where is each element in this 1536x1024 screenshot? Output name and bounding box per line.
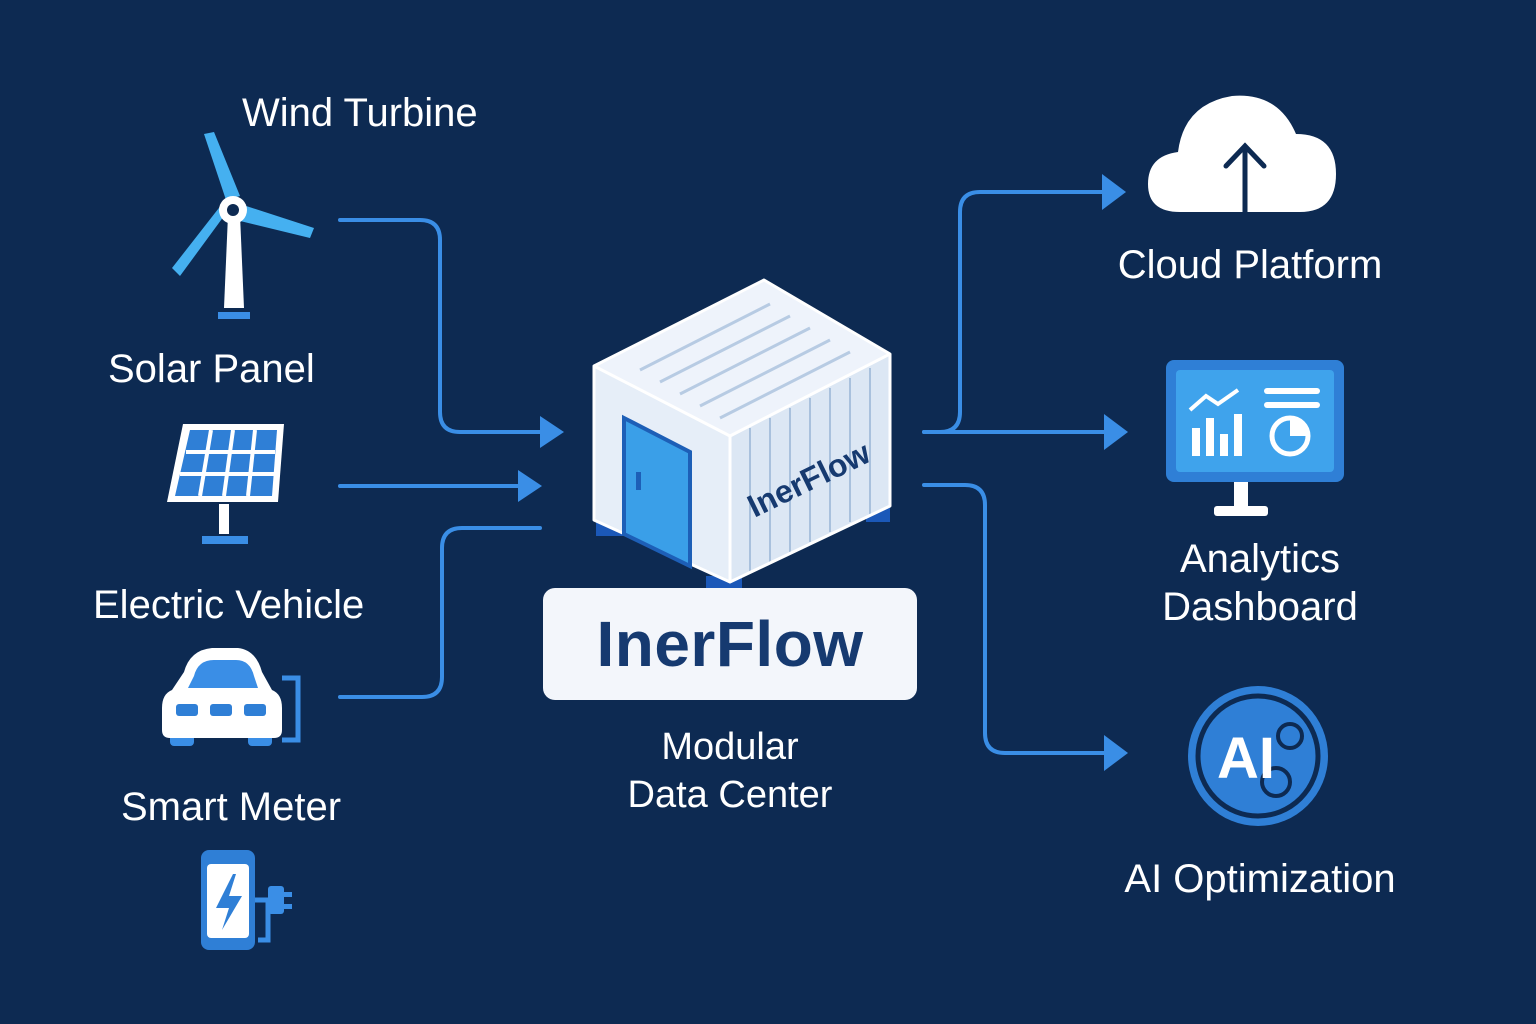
label-ai-optimization: AI Optimization [1124, 857, 1396, 901]
brand-label-box: InerFlow [543, 588, 917, 700]
arrowhead-solar [518, 470, 542, 502]
electric-vehicle-icon [162, 648, 301, 746]
label-wind-turbine: Wind Turbine [242, 91, 478, 135]
connector-center-to-ai [922, 483, 1106, 755]
label-cloud-platform: Cloud Platform [1117, 243, 1383, 287]
connector-ev-to-center [338, 526, 542, 699]
modular-data-center-container [592, 278, 892, 598]
label-analytics-line1: Analytics [1179, 537, 1341, 581]
arrowhead-cloud [1102, 174, 1126, 210]
arrowhead-ai [1104, 735, 1128, 771]
label-analytics-line2: Dashboard [1162, 585, 1358, 629]
cloud-upload-icon [1148, 95, 1336, 215]
label-solar-panel: Solar Panel [108, 347, 315, 391]
arrowhead-wind [540, 416, 564, 448]
connector-wind-to-center [338, 218, 542, 434]
smart-meter-icon [201, 850, 292, 950]
center-subtitle-line1: Modular [661, 726, 799, 768]
ai-badge-text: AI [1217, 726, 1275, 791]
arrowhead-dashboard [1104, 414, 1128, 450]
analytics-monitor-icon [1166, 360, 1344, 516]
connector-center-to-cloud [922, 190, 1104, 434]
ai-gear-icon [1188, 686, 1328, 826]
label-electric-vehicle: Electric Vehicle [93, 583, 365, 627]
brand-label: InerFlow [596, 608, 864, 680]
wind-turbine-icon [172, 132, 314, 319]
label-smart-meter: Smart Meter [121, 785, 342, 829]
center-subtitle-line2: Data Center [627, 774, 833, 816]
solar-panel-icon [167, 424, 284, 544]
